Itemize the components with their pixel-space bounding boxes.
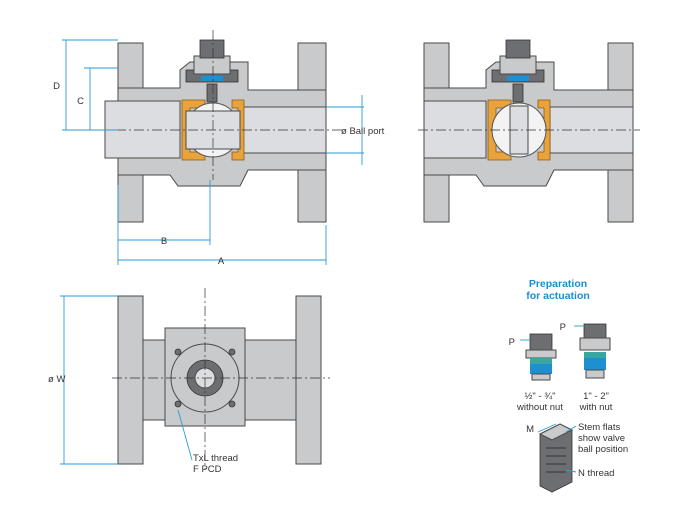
thread-label-line2: F PCD — [193, 464, 222, 475]
dim-m-label: M — [526, 424, 534, 435]
top-view — [112, 288, 330, 470]
size-large-line2: with nut — [579, 402, 613, 413]
stem-large-illustration — [579, 323, 611, 379]
dimension-w-label: ø W — [48, 374, 65, 385]
stem-small-illustration — [525, 333, 557, 381]
dimension-lines-view-1 — [62, 39, 364, 265]
size-large-line1: 1" - 2" — [583, 391, 609, 402]
prep-title-line2: for actuation — [526, 290, 590, 302]
dim-p-left-label: P — [509, 337, 515, 348]
ball-port-label: ø Ball port — [341, 126, 385, 137]
size-small-line1: ½" - ¾" — [524, 391, 555, 402]
stem-flats-line3: ball position — [578, 444, 628, 455]
dimension-d-label: D — [53, 81, 60, 92]
dimension-b-label: B — [161, 236, 167, 247]
dimension-a-label: A — [218, 256, 225, 267]
dimension-lines-view-3 — [60, 295, 193, 465]
thread-label-line1: TxL thread — [193, 453, 238, 464]
stem-flats-line1: Stem flats — [578, 422, 620, 433]
section-view-closed — [418, 39, 640, 223]
section-view-open — [98, 30, 342, 223]
dim-p-right-label: P — [560, 322, 566, 333]
prep-title-line1: Preparation — [529, 278, 587, 290]
dimension-c-label: C — [77, 96, 84, 107]
size-small-line2: without nut — [516, 402, 563, 413]
n-thread-label: N thread — [578, 468, 614, 479]
stem-end-illustration — [538, 423, 574, 493]
stem-flats-line2: show valve — [578, 433, 625, 444]
